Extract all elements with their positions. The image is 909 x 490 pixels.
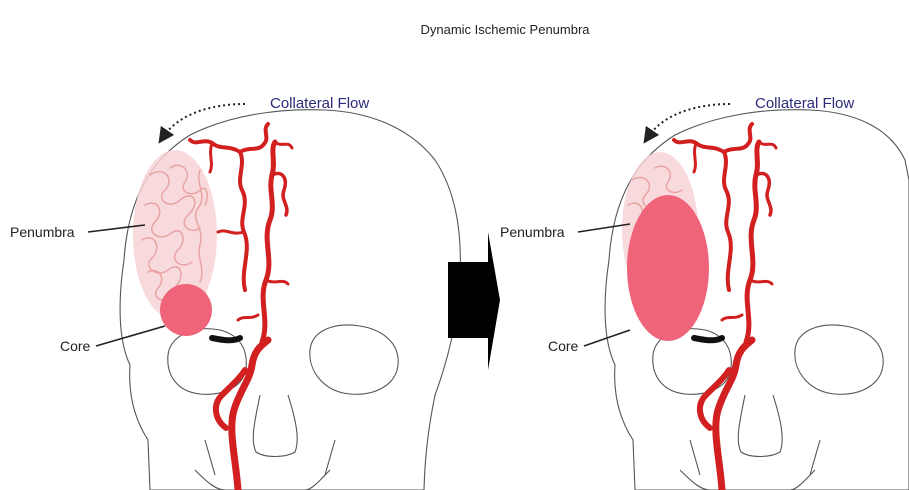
- collateral-flow-label: Collateral Flow: [755, 95, 854, 112]
- penumbra-label: Penumbra: [10, 224, 75, 240]
- ischemic-core: [627, 195, 709, 341]
- diagram-title: Dynamic Ischemic Penumbra: [420, 22, 590, 37]
- panel-before: Collateral Flow Penumbra Core: [10, 95, 460, 490]
- ischemic-core: [160, 284, 212, 336]
- core-label: Core: [548, 338, 579, 354]
- collateral-flow-label: Collateral Flow: [270, 95, 369, 112]
- core-label: Core: [60, 338, 91, 354]
- penumbra-label: Penumbra: [500, 224, 565, 240]
- panel-after: Collateral Flow Penumbra Core: [500, 95, 909, 490]
